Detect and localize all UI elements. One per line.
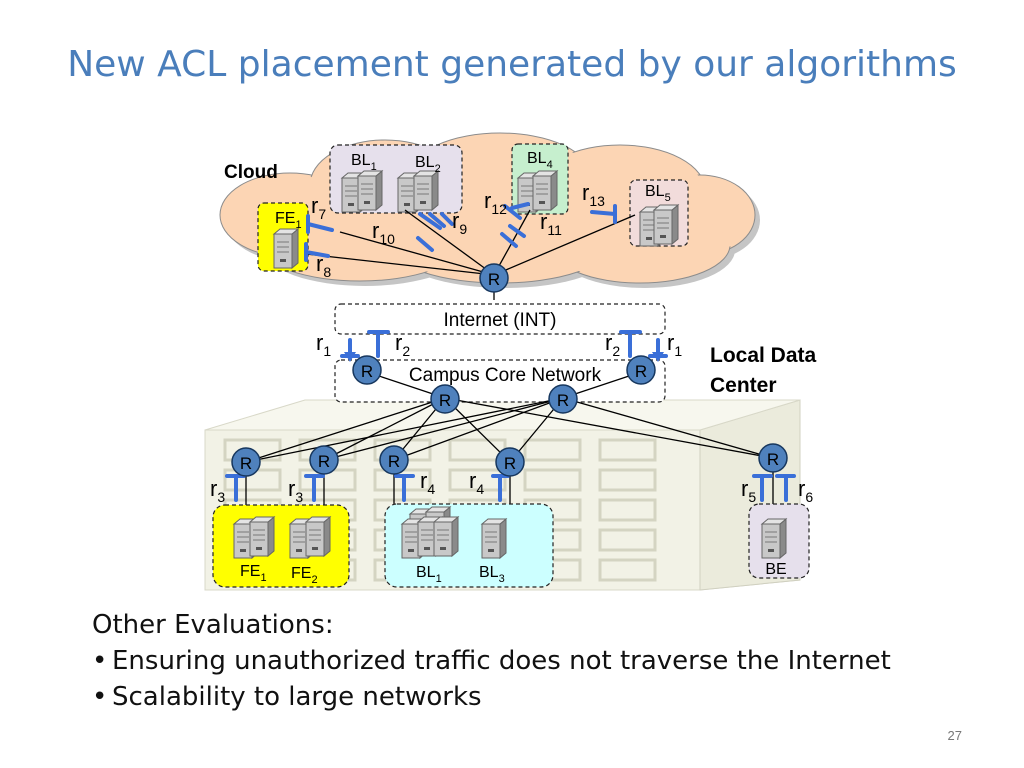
group-bl4: BL4 [511,143,569,215]
svg-text:R: R [557,391,569,410]
label-bl5: BL [645,183,665,200]
svg-text:BL2: BL2 [415,154,441,175]
svg-text:r4: r4 [420,468,435,497]
evaluations-list: Ensuring unauthorized traffic does not t… [92,646,891,712]
svg-text:R: R [767,450,779,469]
svg-text:r2: r2 [605,330,620,359]
rule-r11: r [540,209,547,234]
group-bl5: BL5 [629,179,689,247]
svg-text:BL4: BL4 [527,150,553,171]
rule-r12: r [484,188,491,213]
cloud-label: Cloud [224,162,278,183]
group-bl-local: BL1 BL3 [384,503,554,588]
other-evaluations: Other Evaluations: Ensuring unauthorized… [92,610,891,718]
group-be: BE [748,503,810,579]
router-edge-5: R [758,443,788,473]
router-edge-4: R [495,447,525,477]
svg-text:R: R [635,362,647,381]
rule-r1-right: r [667,330,674,355]
rule-r10: r [372,218,379,243]
svg-text:BL5: BL5 [645,183,671,204]
router-cloud: R [479,263,509,293]
campus-acl-arrowheads [344,352,664,362]
svg-text:r7: r7 [311,193,326,222]
label-be: BE [765,561,786,578]
group-fe-local: FE1 FE2 [212,504,350,588]
svg-text:R: R [504,454,516,473]
router-edge-1: R [231,447,261,477]
cloud-acl-markers [304,202,617,262]
svg-text:r8: r8 [316,251,331,280]
rule-r7: r [311,193,318,218]
router-core-right: R [548,384,578,414]
slide-title: New ACL placement generated by our algor… [67,44,957,85]
svg-text:FE2: FE2 [291,565,318,586]
router-edge-3: R [379,445,409,475]
svg-text:BL1: BL1 [416,564,442,585]
svg-text:r11: r11 [540,209,562,238]
svg-text:R: R [361,362,373,381]
evaluation-item-1: Ensuring unauthorized traffic does not t… [92,646,891,676]
svg-text:r9: r9 [452,208,467,237]
svg-text:R: R [488,270,500,289]
svg-text:r3: r3 [210,476,225,505]
rule-r9: r [452,208,459,233]
label-fe1-local: FE [240,563,260,580]
svg-text:FE1: FE1 [275,210,302,231]
rule-r8: r [316,251,323,276]
evaluations-heading: Other Evaluations: [92,610,334,640]
rule-r6: r [798,476,805,501]
svg-text:r4: r4 [469,468,484,497]
router-campus-right: R [626,355,656,385]
svg-text:r10: r10 [372,218,395,247]
rule-r2-left: r [395,330,402,355]
svg-text:R: R [240,454,252,473]
cloud-links [305,209,636,300]
rule-r3-right: r [288,476,295,501]
svg-text:BL1: BL1 [351,152,377,173]
label-bl2: BL [415,154,435,171]
router-core-left: R [430,384,460,414]
svg-text:r2: r2 [395,330,410,359]
svg-text:r12: r12 [484,188,507,217]
rule-r3-left: r [210,476,217,501]
svg-text:r1: r1 [667,330,682,359]
svg-text:r3: r3 [288,476,303,505]
label-bl3-local: BL [479,564,499,581]
rule-r2-right: r [605,330,612,355]
label-bl1: BL [351,152,371,169]
rule-r4-right: r [469,468,476,493]
svg-text:r1: r1 [316,330,331,359]
page-number: 27 [947,728,962,743]
rule-r13: r [582,180,589,205]
svg-text:R: R [439,391,451,410]
svg-text:Campus Core Network: Campus Core Network [409,365,602,386]
svg-text:R: R [318,452,330,471]
group-bl1-bl2-cloud: BL1 BL2 [329,144,463,214]
svg-text:r6: r6 [798,476,813,505]
local-dc-label-2: Center [710,374,777,397]
router-edge-2: R [309,445,339,475]
group-fe1-cloud: FE1 [257,202,309,272]
svg-text:r5: r5 [741,476,756,505]
rule-r4-left: r [420,468,427,493]
svg-text:r13: r13 [582,180,605,209]
svg-text:BL3: BL3 [479,564,505,585]
svg-text:R: R [388,452,400,471]
svg-text:Internet (INT): Internet (INT) [444,310,557,331]
label-bl1-local: BL [416,564,436,581]
rule-r1-left: r [316,330,323,355]
label-bl4: BL [527,150,547,167]
rule-r5: r [741,476,748,501]
router-campus-left: R [352,355,382,385]
local-dc-label-1: Local Data [710,344,817,367]
svg-text:FE1: FE1 [240,563,267,584]
internet-box: Internet (INT) [334,303,666,335]
label-fe2-local: FE [291,565,311,582]
label-fe1-cloud: FE [275,210,295,227]
evaluation-item-2: Scalability to large networks [92,682,891,712]
